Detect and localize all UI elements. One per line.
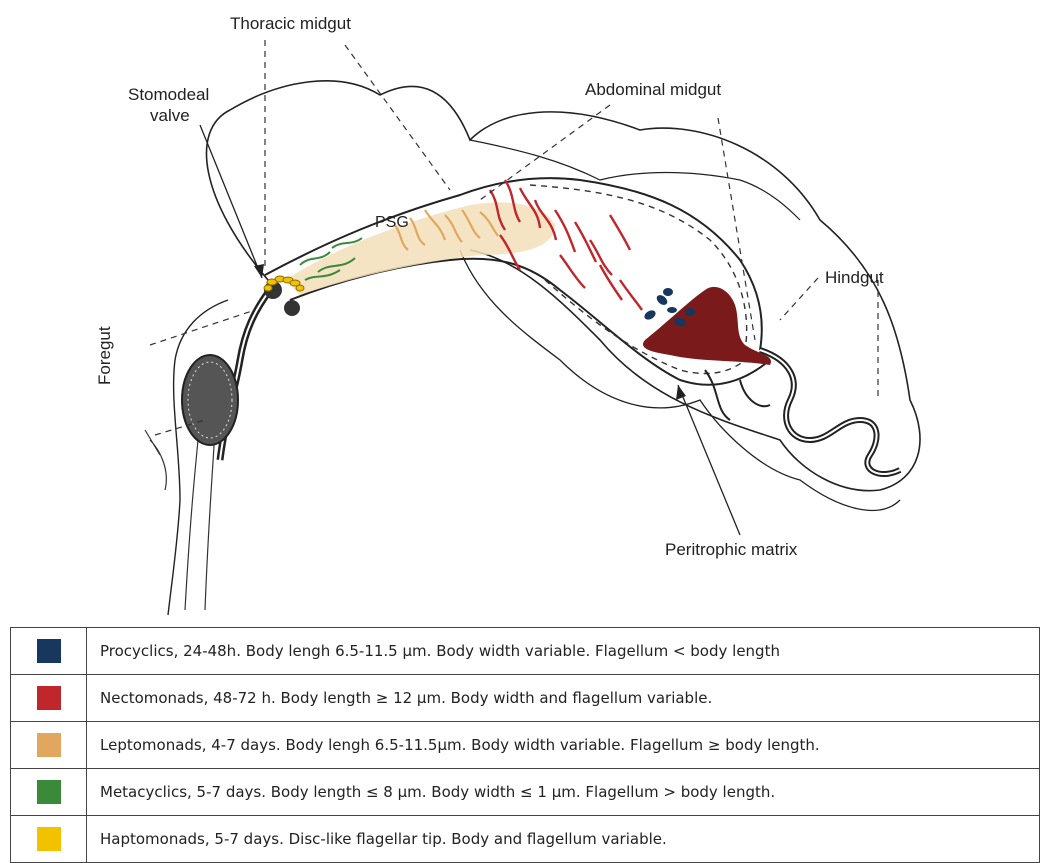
- legend-swatch-metacyclics: [37, 780, 61, 804]
- legend-swatch-nectomonads: [37, 686, 61, 710]
- legend-row-leptomonads: Leptomonads, 4-7 days. Body lengh 6.5-11…: [11, 722, 1040, 769]
- legend-text-procyclics: Procyclics, 24-48h. Body lengh 6.5-11.5 …: [87, 628, 1040, 675]
- label-foregut: Foregut: [95, 326, 115, 385]
- stomodeal-valve-arrowhead: [254, 264, 264, 278]
- label-hindgut: Hindgut: [825, 268, 884, 288]
- label-abdominal-midgut: Abdominal midgut: [585, 80, 721, 100]
- stomodeal-valve-arrow: [200, 125, 262, 278]
- legend-swatch-leptomonads: [37, 733, 61, 757]
- label-stomodeal-valve-line1: Stomodeal: [128, 85, 209, 105]
- label-stomodeal-valve-line2: valve: [150, 106, 190, 126]
- leg-outline: [145, 430, 166, 490]
- psg-plug: [285, 202, 555, 295]
- label-peritrophic-matrix: Peritrophic matrix: [665, 540, 797, 560]
- hindgut-tube-inner: [760, 350, 900, 474]
- peritrophic-matrix-arrowhead: [676, 385, 686, 400]
- hindgut-tube: [760, 350, 900, 474]
- legend-row-haptomonads: Haptomonads, 5-7 days. Disc-like flagell…: [11, 816, 1040, 863]
- legend-swatch-haptomonads: [37, 827, 61, 851]
- parasite-stage-legend: Procyclics, 24-48h. Body lengh 6.5-11.5 …: [10, 627, 1040, 863]
- legend-text-haptomonads: Haptomonads, 5-7 days. Disc-like flagell…: [87, 816, 1040, 863]
- label-thoracic-midgut: Thoracic midgut: [230, 14, 351, 34]
- proboscis-outline: [185, 420, 215, 610]
- legend-row-procyclics: Procyclics, 24-48h. Body lengh 6.5-11.5 …: [11, 628, 1040, 675]
- peritrophic-matrix-arrow: [678, 385, 740, 535]
- legend-swatch-procyclics: [37, 639, 61, 663]
- legend-row-nectomonads: Nectomonads, 48-72 h. Body length ≥ 12 µ…: [11, 675, 1040, 722]
- stomodeal-valve-knob-2: [284, 300, 300, 316]
- malpighian-tubule: [705, 370, 770, 420]
- legend-text-metacyclics: Metacyclics, 5-7 days. Body length ≤ 8 µ…: [87, 769, 1040, 816]
- legend-row-metacyclics: Metacyclics, 5-7 days. Body length ≤ 8 µ…: [11, 769, 1040, 816]
- label-psg: PSG: [375, 214, 409, 232]
- cibarial-pump: [182, 355, 238, 445]
- legend-text-nectomonads: Nectomonads, 48-72 h. Body length ≥ 12 µ…: [87, 675, 1040, 722]
- legend-text-leptomonads: Leptomonads, 4-7 days. Body lengh 6.5-11…: [87, 722, 1040, 769]
